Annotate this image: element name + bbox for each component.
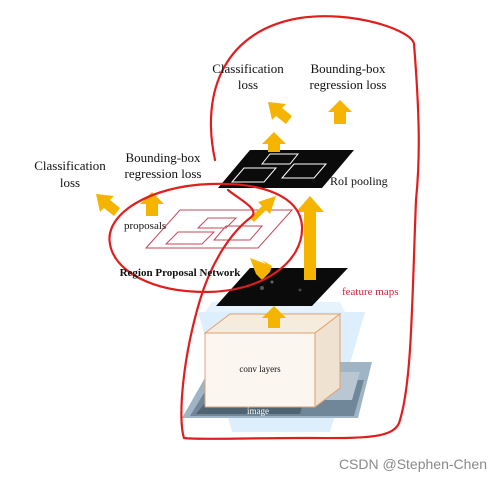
right-bbox-regression-loss-line2: regression loss bbox=[310, 77, 387, 92]
right-classification-loss-line1: Classification bbox=[212, 61, 284, 76]
roi-pooling-label: RoI pooling bbox=[330, 174, 388, 188]
annotation-roi-head-outline bbox=[180, 15, 420, 440]
arrow-up-icon bbox=[262, 132, 286, 152]
arrow-up-left-icon bbox=[96, 194, 120, 216]
image-label: image bbox=[247, 406, 269, 416]
arrow-tall-up-icon bbox=[296, 196, 324, 280]
watermark: CSDN @Stephen-Chen bbox=[339, 456, 487, 472]
left-bbox-regression-loss-line1: Bounding-box bbox=[125, 150, 201, 165]
roi-pooling-plane bbox=[218, 150, 354, 188]
conv-layers-box bbox=[203, 312, 342, 409]
annotation-rpn-ellipse bbox=[108, 182, 304, 294]
rpn-label: Region Proposal Network bbox=[120, 267, 242, 279]
arrow-up-icon bbox=[328, 100, 352, 124]
arrow-up-icon bbox=[262, 306, 286, 328]
arrow-diagonal-icon bbox=[250, 196, 276, 222]
right-classification-loss-line2: loss bbox=[238, 77, 258, 92]
right-bbox-regression-loss-line1: Bounding-box bbox=[310, 61, 386, 76]
proposals-plane bbox=[144, 209, 294, 249]
arrows bbox=[96, 100, 352, 328]
conv-layers-label: conv layers bbox=[239, 364, 281, 374]
left-bbox-regression-loss-line2: regression loss bbox=[125, 166, 202, 181]
arrow-diagonal-icon bbox=[250, 258, 272, 280]
arrow-up-left-icon bbox=[268, 102, 292, 124]
feature-maps-label: feature maps bbox=[342, 286, 399, 298]
left-classification-loss-line2: loss bbox=[60, 175, 80, 190]
left-classification-loss-line1: Classification bbox=[34, 158, 106, 173]
proposals-label: proposals bbox=[124, 220, 166, 232]
hand-drawn-annotations bbox=[108, 15, 420, 440]
